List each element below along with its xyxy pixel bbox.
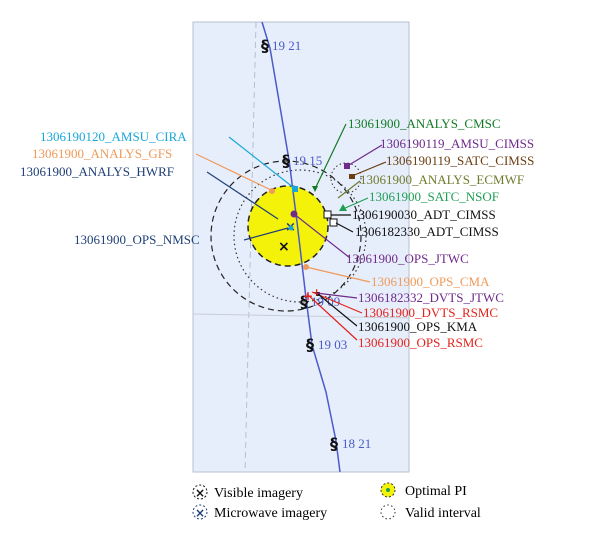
label-amsu-cimss: 1306190119_AMSU_CIMSS xyxy=(380,136,534,151)
adt-marker-2 xyxy=(329,218,338,227)
label-adt-cimss-2: 1306182330_ADT_CIMSS xyxy=(355,224,499,239)
label-dvts-rsmc: 13061900_DVTS_RSMC xyxy=(363,305,498,320)
track-time-label: 18 21 xyxy=(342,436,371,451)
label-analys-ecmwf: 13061900_ANALYS_ECMWF xyxy=(360,172,524,187)
visible-imagery-fix-icon: × xyxy=(278,239,290,255)
x-mark-icon: × xyxy=(195,506,205,520)
leader-kma xyxy=(317,293,358,327)
legend: × Visible imagery × Microwave imagery Op… xyxy=(192,482,481,521)
track-time-label: 19 09 xyxy=(311,294,340,309)
cyclone-symbol-icon: § xyxy=(261,36,269,55)
leader-cma xyxy=(305,266,371,283)
amsu-cimss-marker xyxy=(344,163,350,169)
leader-nsof xyxy=(342,197,369,210)
x-mark-icon: × xyxy=(195,486,205,500)
legend-label-optimal: Optimal PI xyxy=(405,484,467,499)
track-time-label: 19 03 xyxy=(318,337,347,352)
label-analys-cmsc: 13061900_ANALYS_CMSC xyxy=(348,116,501,131)
leader-rsmc xyxy=(306,293,358,341)
leader-dvts-jtwc xyxy=(315,292,358,299)
track-point: § 19 21 xyxy=(261,36,301,55)
cyclone-symbol-icon: § xyxy=(282,151,290,170)
parallel-line xyxy=(192,313,410,319)
track-point: § 18 21 xyxy=(330,434,371,453)
legend-label-visible: Visible imagery xyxy=(214,486,303,501)
valid-interval-outer xyxy=(210,160,362,312)
legend-label-microwave: Microwave imagery xyxy=(214,506,327,521)
legend-item-microwave: × Microwave imagery xyxy=(192,504,327,521)
label-ops-jtwc: 13061900_OPS_JTWC xyxy=(346,251,469,266)
track-time-label: 19 21 xyxy=(272,38,301,53)
optimal-pi-disc xyxy=(247,185,329,267)
leader-ecmwf xyxy=(337,180,361,199)
label-analys-gfs: 13061900_ANALYS_GFS xyxy=(32,146,172,161)
leader-hwrf xyxy=(206,171,279,220)
microwave-imagery-icon xyxy=(192,504,208,520)
nmsc-point xyxy=(288,225,294,231)
storm-track xyxy=(261,21,341,473)
label-ops-rsmc: 13061900_OPS_RSMC xyxy=(358,335,483,350)
leader-cmsc xyxy=(314,123,347,190)
legend-item-visible: × Visible imagery xyxy=(192,484,303,501)
leader-gfs xyxy=(195,153,272,191)
leader-amsu-cimss xyxy=(348,144,383,166)
track-time-label: 19 15 xyxy=(293,153,322,168)
cyclone-symbol-icon: § xyxy=(300,292,308,311)
label-satc-nsof: 13061900_SATC_NSOF xyxy=(369,189,499,204)
small-valid-interval xyxy=(330,162,362,194)
leader-satc-cimss xyxy=(351,161,387,177)
valid-interval-icon xyxy=(380,504,396,520)
valid-interval-dotted xyxy=(233,169,367,303)
nsof-marker xyxy=(339,204,347,211)
visible-imagery-icon xyxy=(192,484,208,500)
label-analys-hwrf: 13061900_ANALYS_HWRF xyxy=(20,164,174,179)
cyclone-symbol-icon: § xyxy=(330,434,338,453)
meridian-line xyxy=(244,21,257,473)
satc-cimss-marker xyxy=(349,174,355,179)
leader-adt-2 xyxy=(335,222,354,233)
adt-marker-1 xyxy=(323,210,332,219)
label-dvts-jtwc: 1306182332_DVTS_JTWC xyxy=(358,290,504,305)
amsu-cira-marker xyxy=(292,186,298,192)
label-amsu-cira: 1306190120_AMSU_CIRA xyxy=(40,129,187,144)
label-ops-kma: 13061900_OPS_KMA xyxy=(358,319,478,334)
leader-nmsc xyxy=(243,227,289,241)
leader-jtwc xyxy=(293,213,351,259)
cyclone-symbol-icon: § xyxy=(306,335,314,354)
legend-label-valid: Valid interval xyxy=(405,506,481,521)
dvts-marker-icon: + xyxy=(303,289,313,303)
legend-item-valid: Valid interval xyxy=(380,504,481,521)
label-ops-nmsc: 13061900_OPS_NMSC xyxy=(74,232,200,247)
track-point: § 19 03 xyxy=(306,335,347,354)
label-ops-cma: 13061900_OPS_CMA xyxy=(371,274,490,289)
track-point: § 19 15 xyxy=(282,151,322,170)
track-point: § 19 09 xyxy=(300,292,340,311)
label-satc-cimss: 1306190119_SATC_CIMSS xyxy=(386,153,534,168)
legend-item-optimal: Optimal PI xyxy=(380,482,467,499)
label-adt-cimss-1: 1306190030_ADT_CIMSS xyxy=(352,207,496,222)
optimal-pi-dot xyxy=(386,488,390,492)
leader-amsu-cira xyxy=(228,136,295,189)
